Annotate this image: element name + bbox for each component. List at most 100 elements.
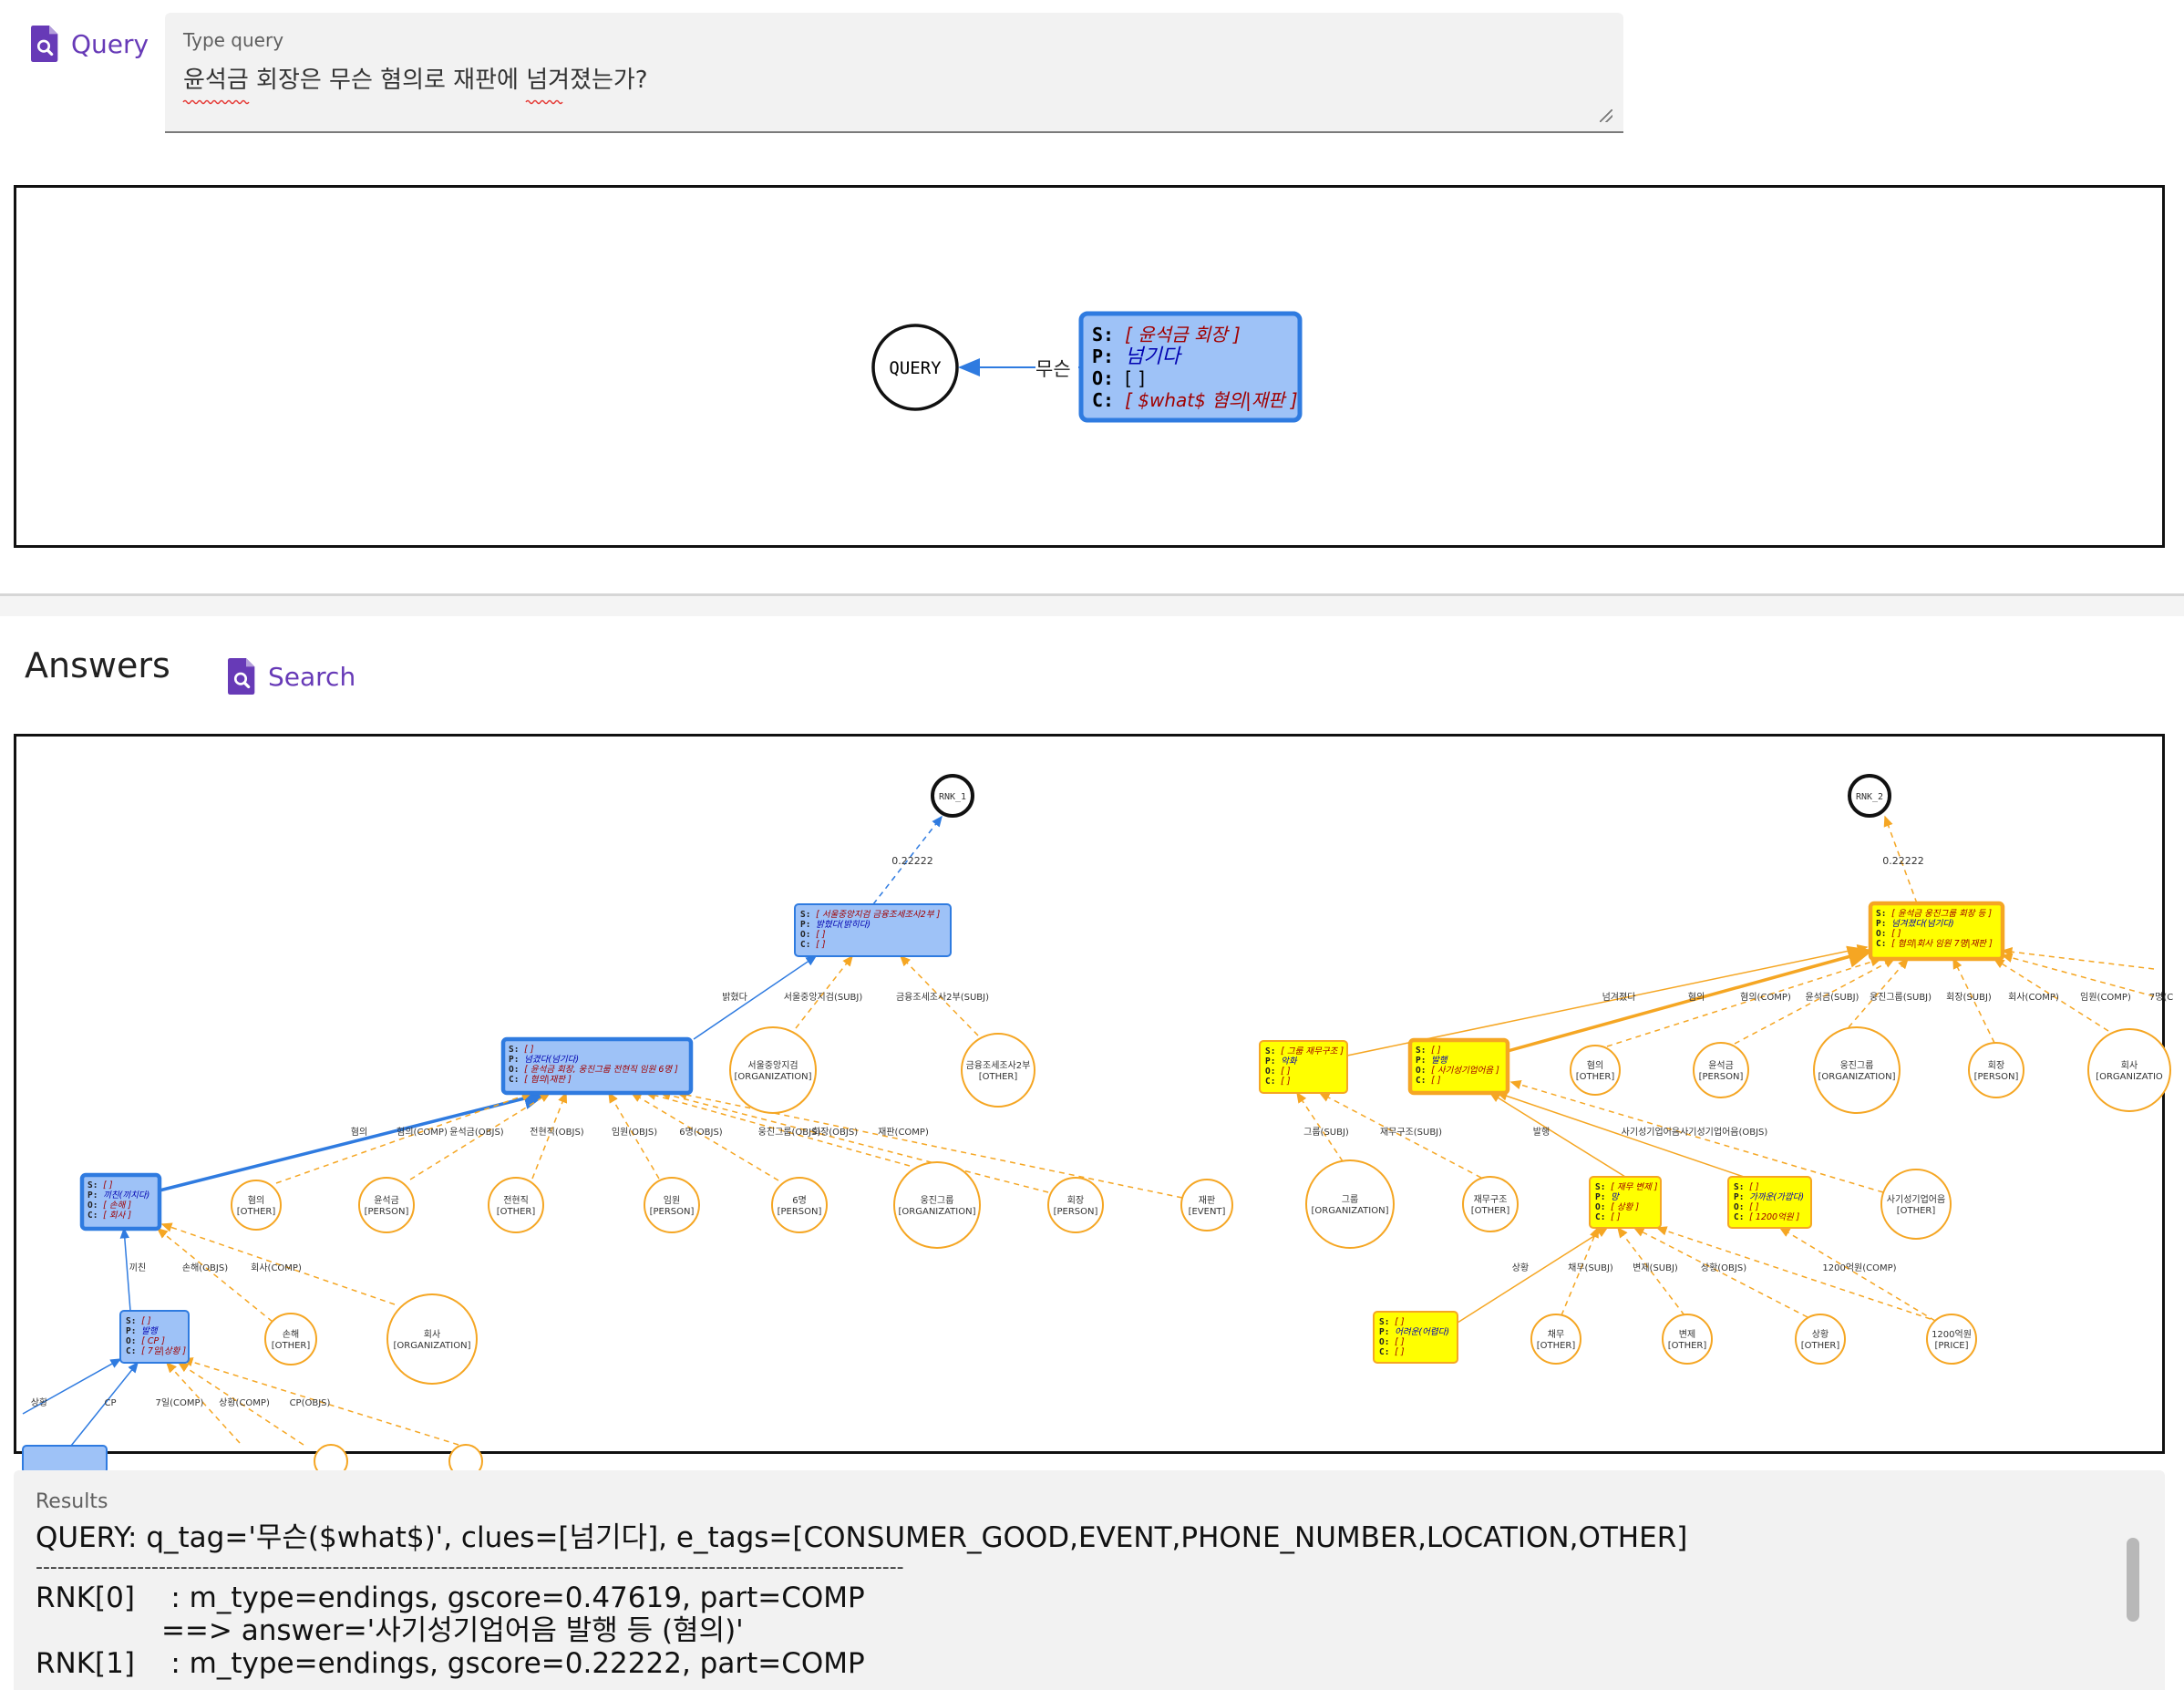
entity-node[interactable] bbox=[771, 1177, 828, 1233]
query-node[interactable] bbox=[871, 324, 959, 411]
edge-label: 혐의(COMP) bbox=[397, 1127, 448, 1138]
blue-triple-node[interactable] bbox=[79, 1172, 162, 1231]
entity-node[interactable] bbox=[1693, 1042, 1749, 1098]
entity-node[interactable] bbox=[2087, 1028, 2171, 1112]
graph-edge bbox=[1457, 1227, 1609, 1324]
query-button[interactable]: Query bbox=[31, 26, 149, 62]
triple-row: C: [ ] bbox=[1265, 1077, 1291, 1087]
triple-row: P: 가까운(가깝다) bbox=[1734, 1192, 1804, 1202]
edge-label: 상황 bbox=[1512, 1262, 1529, 1273]
entity-node-name: 웅진그룹 bbox=[1840, 1060, 1874, 1071]
blue-triple-node[interactable] bbox=[794, 903, 952, 957]
entity-node[interactable] bbox=[729, 1026, 817, 1114]
edge-label: 1200억원(COMP) bbox=[1822, 1262, 1896, 1273]
entity-node-name: 변제 bbox=[1679, 1329, 1695, 1340]
entity-node-type: [OTHER] bbox=[1576, 1072, 1615, 1082]
svg-text:S: [ 윤석금 회장 ]: S: [ 윤석금 회장 ] bbox=[1092, 324, 1241, 345]
entity-node[interactable] bbox=[488, 1177, 544, 1233]
partial-triple-node[interactable] bbox=[22, 1445, 108, 1474]
graph-edge bbox=[1633, 1227, 1808, 1318]
entity-node[interactable] bbox=[1926, 1314, 1977, 1365]
triple-row: C: [ ] bbox=[1379, 1347, 1405, 1357]
results-line: RNK[1] : m_type=endings, gscore=0.22222,… bbox=[36, 1647, 865, 1680]
entity-node[interactable] bbox=[358, 1177, 415, 1233]
rank-node[interactable] bbox=[931, 774, 974, 818]
answers-title: Answers bbox=[25, 645, 170, 685]
entity-node[interactable] bbox=[893, 1161, 981, 1249]
yellow-triple-node[interactable] bbox=[1727, 1176, 1812, 1229]
graph-edge bbox=[22, 1358, 122, 1415]
entity-node-type: [OTHER] bbox=[1471, 1206, 1510, 1216]
entity-node-name: 혐의 bbox=[1587, 1060, 1603, 1071]
graph-edge bbox=[659, 1090, 1049, 1193]
results-scrollbar[interactable] bbox=[2125, 1523, 2141, 1690]
yellow-triple-node[interactable] bbox=[1589, 1176, 1662, 1229]
graph-edge bbox=[409, 1092, 551, 1180]
yellow-triple-node[interactable] bbox=[1259, 1040, 1348, 1094]
entity-node[interactable] bbox=[1968, 1042, 2024, 1098]
graph-edge bbox=[165, 1361, 241, 1444]
entity-node-type: [ORGANIZATION] bbox=[394, 1341, 471, 1351]
edge-label: 재판(COMP) bbox=[878, 1127, 929, 1138]
entity-node-type: [PRICE] bbox=[1934, 1341, 1968, 1351]
yellow-triple-node[interactable] bbox=[1407, 1037, 1510, 1096]
entity-node-type: [PERSON] bbox=[1974, 1072, 2019, 1082]
entity-node-name: 윤석금 bbox=[374, 1195, 399, 1206]
graph-edge bbox=[1848, 957, 1909, 1028]
triple-row: O: [ ] bbox=[1265, 1067, 1291, 1077]
entity-node[interactable] bbox=[264, 1313, 317, 1365]
entity-node-name: 전현직 bbox=[503, 1195, 529, 1206]
entity-node[interactable] bbox=[1047, 1177, 1104, 1233]
entity-node[interactable] bbox=[961, 1033, 1035, 1108]
graph-edge bbox=[2001, 947, 2155, 970]
triple-row: O: [ 상황 ] bbox=[1595, 1202, 1639, 1212]
entity-node[interactable] bbox=[1305, 1159, 1395, 1249]
edge-label: 변제(SUBJ) bbox=[1633, 1262, 1678, 1273]
query-triple-node[interactable] bbox=[1078, 311, 1303, 423]
entity-node[interactable] bbox=[386, 1293, 478, 1385]
triple-row: C: [ 1200억원 ] bbox=[1734, 1212, 1800, 1222]
entity-node[interactable] bbox=[1462, 1176, 1519, 1232]
edge-label: 재무구조(SUBJ) bbox=[1380, 1127, 1442, 1138]
query-button-label: Query bbox=[71, 28, 149, 59]
query-input[interactable] bbox=[183, 64, 1550, 91]
entity-node[interactable] bbox=[1662, 1314, 1713, 1365]
query-input-container[interactable]: Type query bbox=[165, 13, 1623, 133]
triple-row: S: [ ] bbox=[1734, 1182, 1759, 1192]
entity-node[interactable] bbox=[1813, 1026, 1901, 1114]
entity-node-type: [PERSON] bbox=[650, 1207, 695, 1217]
entity-node[interactable] bbox=[644, 1177, 700, 1233]
resize-handle[interactable] bbox=[1600, 109, 1612, 122]
rank-node[interactable] bbox=[1848, 774, 1891, 818]
entity-node[interactable] bbox=[1795, 1314, 1846, 1365]
entity-node-type: [PERSON] bbox=[1054, 1207, 1098, 1217]
triple-row: P: 넘겨졌다(넘기다) bbox=[1876, 919, 1954, 929]
entity-node-name: 그룹 bbox=[1342, 1194, 1358, 1205]
entity-node[interactable] bbox=[1570, 1045, 1621, 1096]
edge-label: 서울중앙지검(SUBJ) bbox=[784, 992, 863, 1003]
graph-edge bbox=[899, 954, 979, 1036]
entity-node[interactable] bbox=[1180, 1179, 1233, 1231]
results-label: Results bbox=[36, 1490, 108, 1513]
triple-row: S: [ 서울중앙지검 금융조세조사2부 ] bbox=[800, 910, 941, 920]
triple-row: P: 악화 bbox=[1265, 1056, 1298, 1067]
edge-label: 채무(SUBJ) bbox=[1568, 1262, 1613, 1273]
entity-node-name: 사기성기업어음 bbox=[1887, 1193, 1945, 1205]
entity-node-name: 회장 bbox=[1988, 1060, 2004, 1071]
graph-edge bbox=[2001, 953, 2155, 997]
blue-triple-node[interactable] bbox=[119, 1310, 190, 1364]
triple-row: S: [ ] bbox=[88, 1180, 113, 1190]
search-button[interactable]: Search bbox=[228, 658, 355, 695]
entity-node[interactable] bbox=[231, 1180, 282, 1231]
results-panel[interactable]: Results QUERY: q_tag='무슨($what$)', clues… bbox=[14, 1470, 2165, 1690]
entity-node[interactable] bbox=[1530, 1314, 1581, 1365]
yellow-triple-node[interactable] bbox=[1373, 1311, 1458, 1364]
yellow-triple-node[interactable] bbox=[1868, 901, 2005, 962]
entity-node-name: 회사 bbox=[2121, 1060, 2138, 1071]
blue-triple-node[interactable] bbox=[500, 1036, 694, 1096]
entity-node[interactable] bbox=[1880, 1169, 1952, 1240]
entity-node-type: [OTHER] bbox=[1801, 1341, 1840, 1351]
score-label: 0.22222 bbox=[1882, 855, 1924, 867]
results-scrollbar-thumb[interactable] bbox=[2127, 1538, 2139, 1622]
